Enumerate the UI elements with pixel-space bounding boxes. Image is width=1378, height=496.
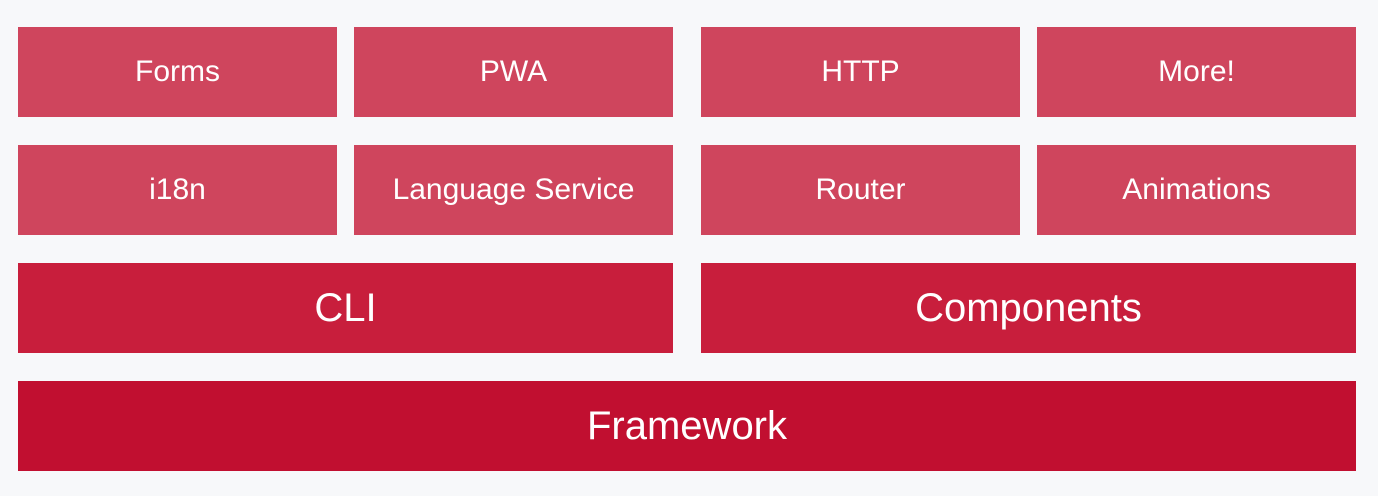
block-i18n: i18n	[18, 145, 337, 235]
block-label: Forms	[135, 55, 220, 88]
block-router: Router	[701, 145, 1020, 235]
block-label: Framework	[586, 403, 788, 448]
block-language-service: Language Service	[354, 145, 673, 235]
block-pwa: PWA	[354, 27, 673, 117]
block-animations: Animations	[1037, 145, 1356, 235]
block-components: Components	[701, 263, 1356, 353]
block-http: HTTP	[701, 27, 1020, 117]
block-label: HTTP	[821, 55, 900, 88]
block-cli: CLI	[18, 263, 673, 353]
block-label: PWA	[479, 55, 548, 88]
block-label: CLI	[314, 285, 377, 330]
block-forms: Forms	[18, 27, 337, 117]
block-label: i18n	[149, 173, 206, 206]
block-label: Animations	[1122, 173, 1271, 206]
block-label: Language Service	[392, 173, 635, 206]
block-label: Components	[915, 285, 1142, 330]
block-label: More!	[1158, 55, 1235, 88]
block-label: Router	[815, 173, 906, 206]
block-more: More!	[1037, 27, 1356, 117]
block-framework: Framework	[18, 381, 1356, 471]
